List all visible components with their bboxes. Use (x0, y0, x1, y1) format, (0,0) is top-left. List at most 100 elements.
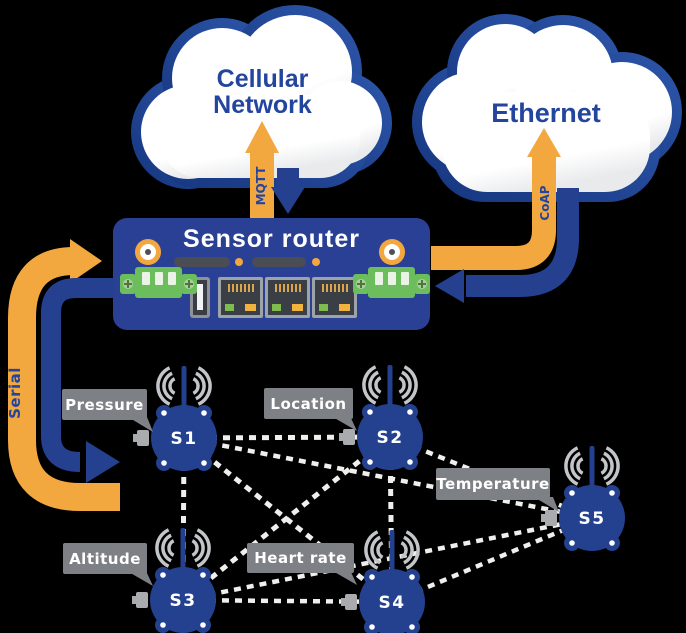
antenna-connector-left-icon (135, 239, 161, 265)
mqtt-arrow-label: MQTT (254, 166, 268, 206)
sensor-s2-label: S2 (376, 428, 404, 448)
heartrate-bubble: Heart rate (247, 543, 354, 573)
cellular-label-line1: Cellular (216, 65, 309, 93)
radio-wave-icon (196, 528, 211, 568)
sensor-s1-label: S1 (170, 429, 198, 449)
radio-wave-icon (195, 371, 206, 401)
radio-wave-icon (405, 530, 420, 570)
antenna-icon (181, 366, 187, 412)
radio-wave-icon (155, 528, 170, 568)
heartrate-bubble-tail (331, 570, 357, 585)
antenna-icon (589, 446, 595, 492)
sensor-node-s3 (132, 528, 216, 633)
radio-wave-icon (398, 376, 406, 394)
antenna-connector-right-icon (379, 239, 405, 265)
led-dot-icon (235, 258, 243, 266)
radio-wave-icon (368, 370, 379, 400)
serial-down-arrow (41, 278, 120, 483)
cellular-label-line2: Network (213, 91, 312, 119)
radio-wave-icon (403, 365, 418, 405)
sensor-node-s5 (541, 446, 625, 551)
sensor-body (150, 567, 216, 633)
radio-wave-icon (370, 535, 381, 565)
radio-wave-icon (600, 457, 608, 475)
sensor-s4-label: S4 (378, 593, 406, 613)
mesh-link (182, 515, 593, 603)
mesh-link (391, 515, 593, 605)
antenna-icon (389, 530, 395, 576)
sensor-body (559, 485, 625, 551)
radio-wave-icon (362, 365, 377, 405)
radio-wave-icon (156, 366, 171, 406)
ethernet-ports (218, 277, 357, 318)
radio-wave-icon (374, 376, 382, 394)
radio-wave-icon (197, 366, 212, 406)
sensor-body (359, 569, 425, 633)
antenna-icon (180, 528, 186, 574)
bubble-tails (127, 416, 559, 586)
terminal-block-left-icon (120, 267, 197, 307)
radio-wave-icon (603, 451, 614, 481)
mesh-link (182, 597, 393, 605)
ethernet-port-icon (218, 277, 263, 318)
radio-wave-icon (564, 446, 579, 486)
mqtt-up-arrow (245, 121, 279, 218)
radio-wave-icon (364, 530, 379, 570)
terminal-block-right-icon (353, 267, 430, 307)
cellular-down-arrow (271, 168, 305, 214)
usb-port-icon (190, 277, 210, 318)
sensor-router: Sensor router (113, 218, 430, 330)
connector-icon (343, 429, 355, 445)
ethernet-label: Ethernet (491, 98, 601, 128)
radio-wave-icon (376, 541, 384, 559)
location-bubble-tail (331, 416, 357, 431)
connector-icon (545, 510, 557, 526)
sensor-node-s2 (339, 365, 423, 470)
coap-up-arrow (431, 128, 561, 270)
connector-icon (137, 430, 149, 446)
vent-slot-icon (174, 257, 230, 267)
pressure-bubble-tail (128, 417, 153, 432)
ethernet-left-arrow (435, 188, 579, 303)
vent-slot-icon (252, 257, 306, 267)
pressure-bubble: Pressure (62, 389, 147, 420)
radio-wave-icon (570, 451, 581, 481)
sensor-body (151, 405, 217, 471)
altitude-bubble-tail (127, 571, 153, 586)
radio-wave-icon (403, 535, 414, 565)
ethernet-port-icon (312, 277, 357, 318)
radio-wave-icon (168, 377, 176, 395)
radio-wave-icon (192, 377, 200, 395)
radio-wave-icon (400, 541, 408, 559)
led-dot-icon (312, 258, 320, 266)
cellular-network-label: Cellular Network (155, 66, 370, 118)
connector-icon (136, 592, 148, 608)
connector-icon (345, 594, 357, 610)
sensor-node-s4 (341, 530, 425, 633)
router-title: Sensor router (183, 225, 360, 253)
antenna-icon (387, 365, 393, 411)
altitude-bubble: Altitude (63, 543, 147, 574)
radio-wave-icon (167, 539, 175, 557)
mesh-link (183, 434, 391, 441)
temperature-bubble: Temperature (436, 468, 550, 500)
serial-arrow-label: Serial (6, 367, 24, 419)
sensor-s5-label: S5 (578, 509, 606, 529)
radio-wave-icon (605, 446, 620, 486)
mesh-link (183, 435, 593, 521)
cellular-cloud (131, 5, 392, 189)
radio-wave-icon (194, 533, 205, 563)
sensor-node-s1 (133, 366, 217, 471)
sensor-body (357, 404, 423, 470)
sensor-nodes (132, 365, 625, 633)
radio-wave-icon (162, 371, 173, 401)
coap-arrow-label: CoAP (538, 185, 552, 221)
ethernet-cloud (412, 14, 682, 202)
radio-wave-icon (161, 533, 172, 563)
mesh-link (181, 435, 392, 602)
radio-wave-icon (401, 370, 412, 400)
radio-wave-icon (191, 539, 199, 557)
sensor-s3-label: S3 (169, 591, 197, 611)
